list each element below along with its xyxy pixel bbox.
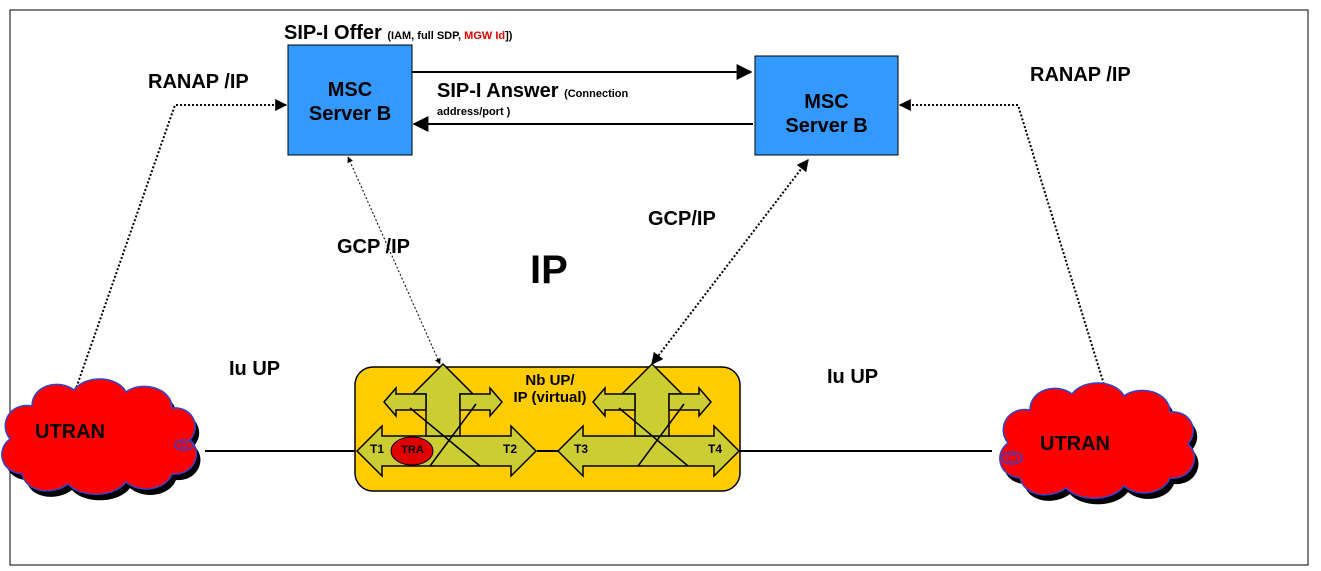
tra-label: TRA [401,444,424,456]
sipi-offer-detail-post: ]) [505,30,513,42]
msc-right-label: MSC Server B [755,90,898,138]
sipi-offer-label: SIP-I Offer (IAM, full SDP, MGW Id]) [284,22,512,44]
iu-up-left-label: Iu UP [229,358,281,380]
sipi-offer-mgw-id: MGW Id [464,30,506,42]
sipi-answer-main: SIP-I Answer [437,80,559,102]
ranap-left-label: RANAP /IP [148,71,249,93]
ip-network-label: IP [530,248,568,292]
termination-t1-label: T1 [370,442,385,456]
sipi-answer-detail-line2: address/port ) [437,106,511,118]
iu-up-right-label: Iu UP [827,366,879,388]
msc-right-line2: Server B [785,115,868,137]
tra-ellipse [390,436,434,466]
msc-left-line1: MSC [327,79,373,101]
sipi-offer-detail: (IAM, full SDP, MGW Id]) [387,30,512,42]
utran-left-label: UTRAN [35,421,105,443]
nb-up-label: Nb UP/ IP (virtual) [485,372,615,406]
crossconnect-line-left-a [409,407,481,467]
ranap-link-left [69,99,288,402]
crossconnect-line-right-a [618,407,689,467]
msc-left-line2: Server B [308,103,392,125]
msc-left-label: MSC Server B [288,78,412,126]
crossconnect-line-left-b [429,403,477,467]
utran-cloud-left [1,378,201,501]
gcp-right-label: GCP/IP [648,208,716,230]
sipi-offer-main: SIP-I Offer [284,22,382,44]
utran-cloud-right [999,382,1199,505]
termination-t2-label: T2 [503,442,518,456]
gcp-link-right [651,159,809,365]
gcp-left-label: GCP /IP [337,236,410,258]
sipi-answer-detail-line1: (Connection [564,88,629,100]
ranap-right-label: RANAP /IP [1030,64,1131,86]
sipi-offer-detail-pre: (IAM, full SDP, [387,30,465,42]
diagram-frame [9,9,1309,566]
gcp-link-left [347,156,441,365]
termination-t3-label: T3 [574,442,589,456]
termination-t4-label: T4 [708,442,723,456]
nb-up-line2: IP (virtual) [513,388,587,406]
ranap-link-right [898,99,1113,406]
msc-server-left [287,44,413,156]
utran-right-label: UTRAN [1040,433,1110,455]
sipi-answer-label: SIP-I Answer (Connection [437,80,628,102]
msc-right-line1: MSC [804,91,849,113]
msc-server-right [754,55,899,156]
crossconnect-line-right-b [637,403,685,467]
nb-up-line1: Nb UP/ [525,372,575,389]
